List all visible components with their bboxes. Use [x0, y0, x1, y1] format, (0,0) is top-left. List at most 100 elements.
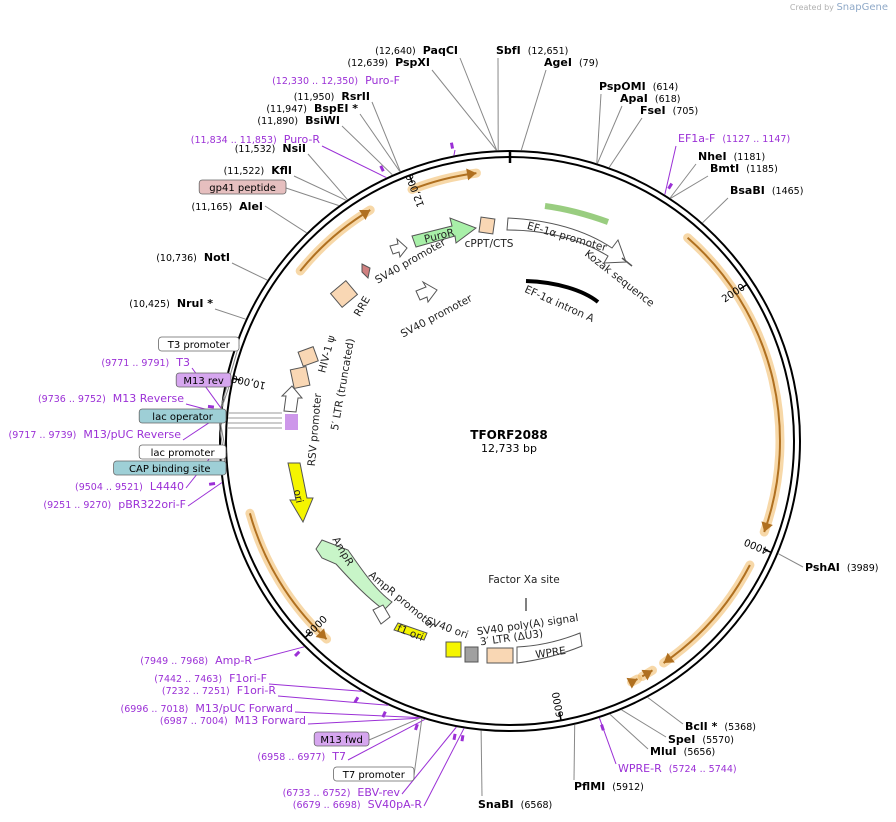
feature-ampr[interactable]	[315, 539, 393, 611]
primer-f1ori-f[interactable]: (7442 .. 7463)F1ori-F	[154, 672, 267, 685]
leader-line	[596, 105, 623, 164]
primer-position: (6733 .. 6752)	[283, 788, 351, 799]
feature-ef-1-intron-a[interactable]	[525, 279, 600, 304]
enzyme-snabi[interactable]: SnaBI(6568)	[478, 798, 552, 811]
primer-l4440[interactable]: (9504 .. 9521)L4440	[75, 480, 184, 493]
primer-puro-f[interactable]: (12,330 .. 12,350)Puro-F	[272, 74, 400, 87]
feature-sv40-poly-a-signal[interactable]	[464, 646, 479, 663]
primer-wpre-r[interactable]: WPRE-R(5724 .. 5744)	[618, 762, 737, 775]
enzyme-name: SbfI	[496, 44, 521, 57]
feature-3-ltr-u3[interactable]	[486, 647, 514, 664]
label-box-t3-promoter[interactable]: T3 promoter	[158, 336, 240, 352]
svg-text:(9736 .. 9752)M13 Reverse: (9736 .. 9752)M13 Reverse	[38, 392, 184, 405]
feature-puror[interactable]	[411, 217, 478, 248]
enzyme-pspxi[interactable]: (12,639)PspXI	[347, 56, 430, 69]
label-box-t7-promoter[interactable]: T7 promoter	[333, 766, 415, 782]
label-box-text: lac operator	[152, 412, 213, 423]
enzyme-agei[interactable]: AgeI(79)	[544, 56, 598, 69]
label-box-cap-binding-site[interactable]: CAP binding site	[113, 460, 227, 476]
primer-site-mark	[379, 165, 385, 172]
enzyme-bsabi[interactable]: BsaBI(1465)	[730, 184, 803, 197]
primer-m13-reverse[interactable]: (9736 .. 9752)M13 Reverse	[38, 392, 184, 405]
enzyme-nsii[interactable]: (11,532)NsiI	[235, 142, 306, 155]
feature-wpre[interactable]	[516, 632, 583, 664]
leader-line	[413, 718, 423, 776]
label-box-gp41-peptide[interactable]: gp41 peptide	[198, 179, 287, 195]
enzyme-paqci[interactable]: (12,640)PaqCI	[375, 44, 458, 57]
primer-ef1a-f[interactable]: EF1a-F(1127 .. 1147)	[678, 132, 790, 145]
enzyme-position: (11,532)	[235, 144, 276, 155]
primer-sv40pa-r[interactable]: (6679 .. 6698)SV40pA-R	[293, 798, 423, 811]
enzyme-bsiwi[interactable]: (11,890) BsiWI	[257, 114, 340, 127]
feature-ori[interactable]	[287, 462, 314, 524]
label-box-m13-rev[interactable]: M13 rev	[175, 372, 232, 388]
orf-arrowhead-4	[315, 628, 327, 640]
feature-sv40-ori[interactable]	[445, 641, 462, 658]
feature-rre[interactable]	[329, 279, 359, 309]
label-box-text: gp41 peptide	[209, 183, 276, 194]
primer-site-mark	[460, 735, 465, 742]
feature-shape	[478, 216, 496, 235]
primer-position: (7949 .. 7968)	[140, 656, 208, 667]
enzyme-pspomi[interactable]: PspOMI(614)	[599, 80, 678, 93]
plasmid-name: TFORF2088	[470, 428, 547, 442]
enzyme-pshai[interactable]: PshAI(3989)	[805, 561, 878, 574]
enzyme-spei[interactable]: SpeI(5570)	[668, 733, 734, 746]
enzyme-name: NotI	[204, 251, 230, 264]
enzyme-alei[interactable]: (11,165)AleI	[192, 200, 264, 213]
feature-f1-ori[interactable]	[393, 622, 428, 641]
label-box-bg	[113, 460, 227, 476]
primer-name: SV40pA-R	[368, 798, 423, 811]
enzyme-noti[interactable]: (10,736) NotI	[156, 251, 230, 264]
enzyme-sbfi[interactable]: SbfI(12,651)	[496, 44, 568, 57]
enzyme-kfli[interactable]: (11,522)KflI	[224, 164, 292, 177]
enzyme-fsei[interactable]: FseI(705)	[640, 104, 698, 117]
feature-kozak-sequence[interactable]	[621, 257, 633, 267]
feature-hiv-1[interactable]	[297, 346, 319, 367]
leader-line	[702, 197, 729, 224]
svg-text:(9251 .. 9270)pBR322ori-F: (9251 .. 9270)pBR322ori-F	[43, 498, 186, 511]
enzyme-name: PspOMI	[599, 80, 646, 93]
enzyme-bcli[interactable]: BclI *(5368)	[685, 720, 756, 733]
svg-text:PflMI(5912): PflMI(5912)	[574, 780, 644, 793]
primer-m13-puc-reverse[interactable]: (9717 .. 9739)M13/pUC Reverse	[9, 428, 182, 441]
label-box-lac-promoter[interactable]: lac promoter	[138, 444, 227, 460]
primer-t3[interactable]: (9771 .. 9791)T3	[101, 356, 190, 369]
enzyme-bspei[interactable]: (11,947)BspEI *	[266, 102, 358, 115]
feature-sv40-promoter[interactable]	[389, 237, 408, 259]
primer-puro-r[interactable]: (11,834 .. 11,853)Puro-R	[191, 133, 321, 146]
enzyme-name: PflMI	[574, 780, 605, 793]
primer-pbr322ori-f[interactable]: (9251 .. 9270)pBR322ori-F	[43, 498, 186, 511]
enzyme-rsrii[interactable]: (11,950)RsrII	[294, 90, 370, 103]
orf-line-1	[663, 564, 751, 664]
feature-shape	[415, 280, 438, 304]
primer-t7[interactable]: (6958 .. 6977)T7	[257, 750, 346, 763]
enzyme-nrui[interactable]: (10,425)NruI *	[129, 297, 213, 310]
feature-ampr-promoter[interactable]	[372, 604, 391, 625]
enzyme-mlui[interactable]: MluI(5656)	[650, 745, 715, 758]
primer-site-mark	[207, 404, 215, 409]
feature-rsv-promoter[interactable]	[280, 385, 304, 413]
enzyme-bmti[interactable]: BmtI(1185)	[710, 162, 778, 175]
primer-m13-puc-forward[interactable]: (6996 .. 7018)M13/pUC Forward	[120, 702, 293, 715]
primer-f1ori-r[interactable]: (7232 .. 7251)F1ori-R	[162, 684, 276, 697]
enzyme-position: (3989)	[847, 563, 879, 574]
feature-cppt-cts[interactable]	[478, 216, 496, 235]
feature-5-ltr-truncated[interactable]	[289, 365, 311, 390]
feature-sv40-promoter[interactable]	[415, 280, 438, 304]
enzyme-nhei[interactable]: NheI(1181)	[698, 150, 765, 163]
enzyme-pflmi[interactable]: PflMI(5912)	[574, 780, 644, 793]
primer-m13-forward[interactable]: (6987 .. 7004)M13 Forward	[160, 714, 306, 727]
label-box-m13-fwd[interactable]: M13 fwd	[313, 731, 370, 747]
primer-ebv-rev[interactable]: (6733 .. 6752)EBV-rev	[283, 786, 401, 799]
leader-line	[647, 697, 684, 725]
svg-text:FseI(705): FseI(705)	[640, 104, 698, 117]
feature-ef-1-promoter[interactable]	[506, 217, 627, 264]
features	[280, 203, 633, 664]
primer-amp-r[interactable]: (7949 .. 7968)Amp-R	[140, 654, 252, 667]
enzyme-position: (10,736)	[156, 253, 197, 264]
enzyme-position: (11,890)	[257, 116, 298, 127]
enzyme-apai[interactable]: ApaI(618)	[620, 92, 680, 105]
label-box-lac-operator[interactable]: lac operator	[138, 408, 227, 424]
enzyme-name: BsiWI	[305, 114, 340, 127]
